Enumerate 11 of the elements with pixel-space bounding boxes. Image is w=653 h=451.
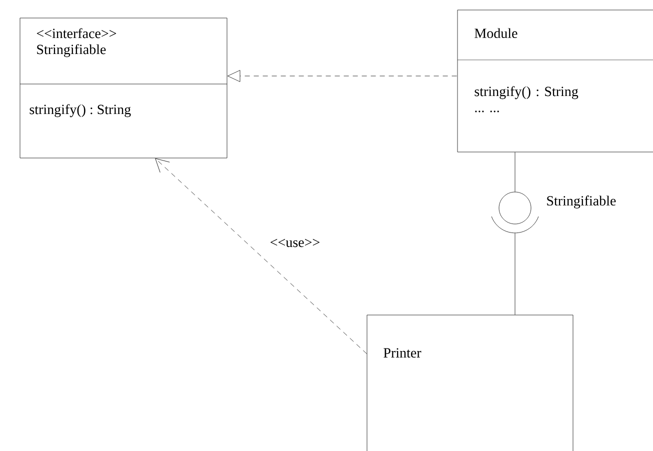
interface-ball — [498, 192, 532, 224]
interface-socket — [491, 216, 539, 234]
class-box: Printer — [366, 314, 574, 451]
class-box: Module stringify() : String ... ... — [457, 10, 653, 152]
interface-box: <<interface>> Stringifiable stringify() : String — [20, 18, 228, 158]
arrow — [227, 70, 457, 82]
edge-label: <<use>> — [268, 238, 322, 248]
connector-line — [514, 233, 516, 315]
connector-line — [514, 152, 516, 192]
interface-label: Stringifiable — [547, 196, 616, 208]
arrow — [155, 158, 367, 354]
